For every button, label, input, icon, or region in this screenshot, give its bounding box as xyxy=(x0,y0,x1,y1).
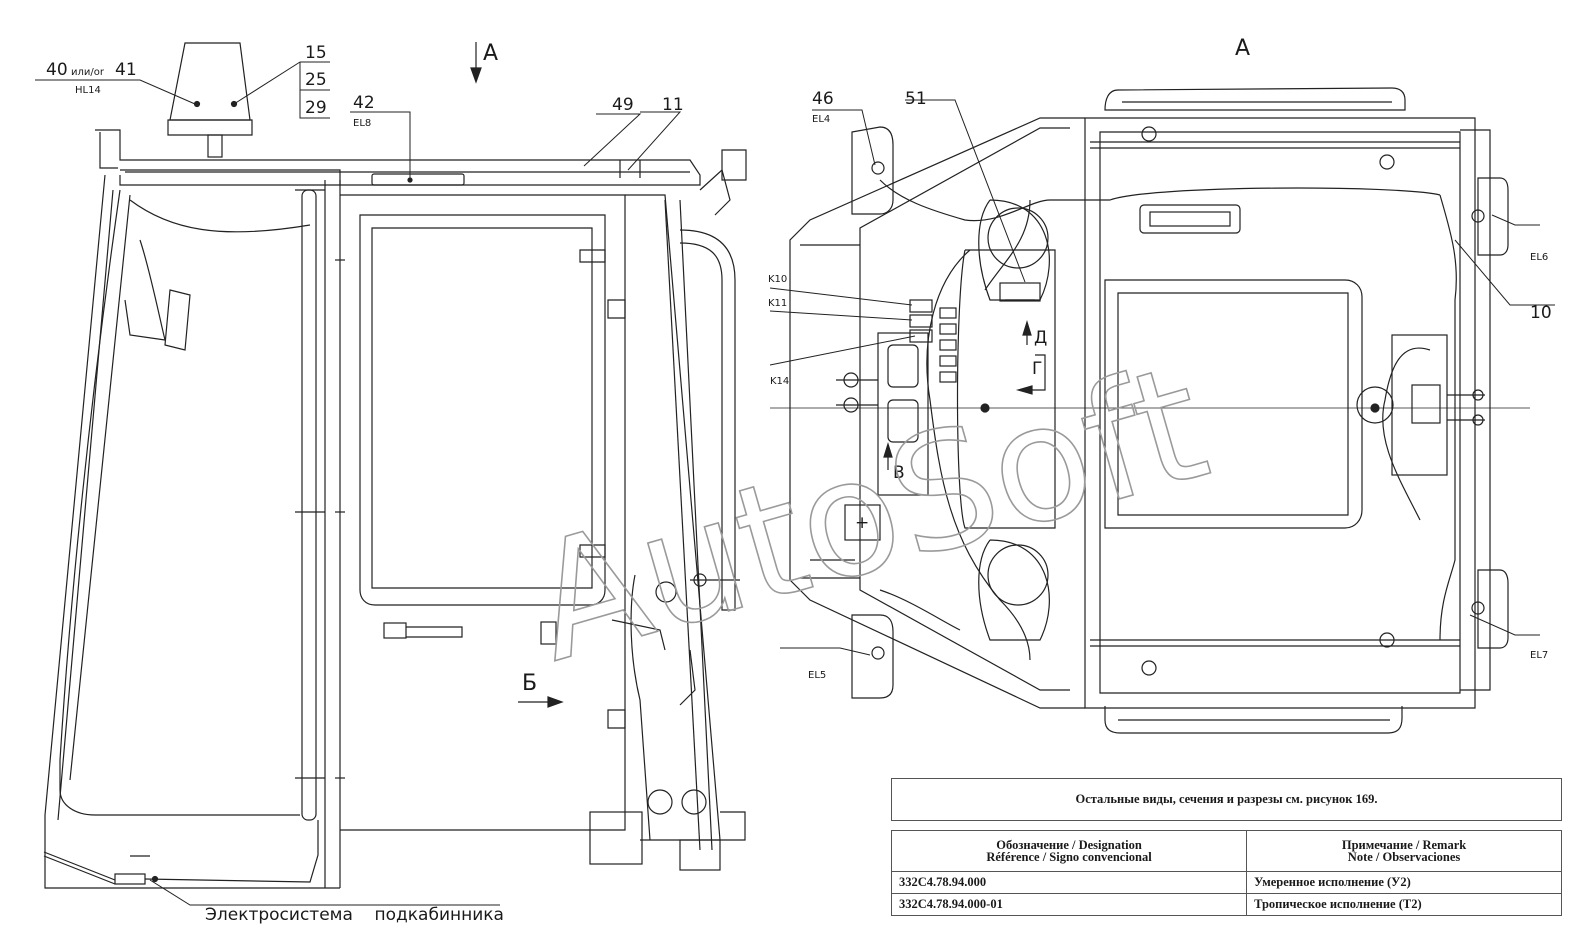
callout-10: 10 xyxy=(1530,303,1552,323)
callout-11: 11 xyxy=(662,95,684,115)
callout-42: 42 xyxy=(353,93,375,113)
labels: А А Б 40 или/or 41 HL14 15 25 29 42 EL8 … xyxy=(46,36,1552,925)
table-row: 332С4.78.94.000-01 Тропическое исполнени… xyxy=(890,893,1562,916)
cell-code: 332С4.78.94.000-01 xyxy=(890,893,1248,916)
watermark: AutoSoft xyxy=(513,328,1225,697)
callout-46: 46 xyxy=(812,89,834,109)
callout-41: 41 xyxy=(115,60,137,80)
label-el6: EL6 xyxy=(1530,252,1548,263)
section-b-label: Б xyxy=(522,671,537,696)
view-arrows xyxy=(470,42,564,708)
label-el5: EL5 xyxy=(808,670,826,681)
label-el7: EL7 xyxy=(1530,650,1548,661)
callout-25: 25 xyxy=(305,70,327,90)
label-el8: EL8 xyxy=(353,118,371,129)
label-plus: + xyxy=(855,513,869,533)
label-k14: K14 xyxy=(770,376,789,387)
header-remark: Примечание / Remark Note / Observaciones xyxy=(1246,830,1562,872)
label-k10: K10 xyxy=(768,274,787,285)
cell-code: 332С4.78.94.000 xyxy=(890,871,1248,894)
label-k11: K11 xyxy=(768,298,787,309)
label-subcab-electrics: Электросистема подкабинника xyxy=(205,905,504,925)
header-designation: Обозначение / Designation Référence / Si… xyxy=(890,830,1248,872)
label-hl14: HL14 xyxy=(75,85,101,96)
note-text: Остальные виды, сечения и разрезы см. ри… xyxy=(1075,792,1378,806)
note-box: Остальные виды, сечения и разрезы см. ри… xyxy=(891,778,1562,821)
table-header-row: Обозначение / Designation Référence / Si… xyxy=(890,830,1562,872)
section-g-label: Г xyxy=(1032,359,1042,379)
cell-remark: Тропическое исполнение (Т2) xyxy=(1246,893,1562,916)
view-a-arrow-label: А xyxy=(483,41,498,66)
callout-29: 29 xyxy=(305,98,327,118)
callout-51: 51 xyxy=(905,89,927,109)
leader-lines-left xyxy=(35,61,682,906)
callout-or: или/or xyxy=(71,67,105,78)
designation-table: Обозначение / Designation Référence / Si… xyxy=(890,830,1562,916)
section-d-label: Д xyxy=(1034,328,1047,348)
callout-15: 15 xyxy=(305,43,327,63)
table-row: 332С4.78.94.000 Умеренное исполнение (У2… xyxy=(890,871,1562,894)
view-a-title: А xyxy=(1235,36,1250,61)
callout-40: 40 xyxy=(46,60,68,80)
cab-side-view xyxy=(43,42,747,889)
leader-lines-right xyxy=(769,99,1555,656)
callout-49: 49 xyxy=(612,95,634,115)
cab-top-view xyxy=(770,87,1530,734)
label-el4: EL4 xyxy=(812,114,830,125)
cell-remark: Умеренное исполнение (У2) xyxy=(1246,871,1562,894)
section-v-label: В xyxy=(893,463,905,483)
